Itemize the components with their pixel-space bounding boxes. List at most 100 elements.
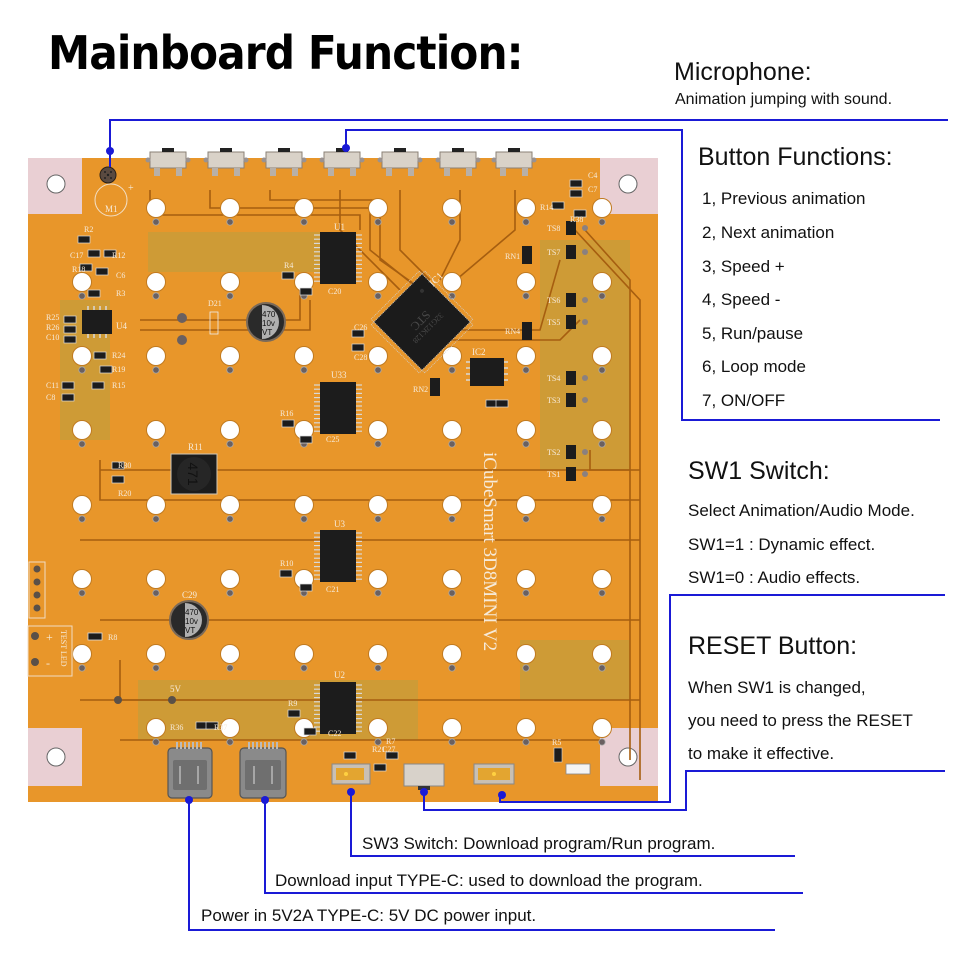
- led-hole: [72, 346, 92, 374]
- smd-label: R10: [280, 559, 293, 568]
- smd-part: R26: [46, 323, 77, 334]
- led-hole: [294, 644, 314, 672]
- reset-line: you need to press the RESET: [688, 711, 913, 730]
- led-hole: [220, 569, 240, 597]
- status-led: R5: [552, 738, 591, 775]
- led-hole: [146, 272, 166, 300]
- led-hole: [220, 718, 240, 746]
- transistor: TS8: [547, 221, 588, 235]
- smd-part: R25: [46, 313, 77, 324]
- button-function-item: 6, Loop mode: [702, 357, 806, 376]
- led-hole: [146, 198, 166, 226]
- smd-label: C7: [588, 185, 597, 194]
- test-led-label: TEST LED: [59, 630, 68, 667]
- microphone-component: M1 +: [94, 166, 134, 217]
- smd-label: R18: [72, 265, 85, 274]
- smd-label: C28: [354, 353, 367, 362]
- transistor-label: TS7: [547, 248, 560, 257]
- mount-hole: [618, 747, 638, 767]
- svg-text:470: 470: [185, 608, 199, 617]
- led-hole: [146, 495, 166, 523]
- led-hole: [442, 198, 462, 226]
- svg-text:U2: U2: [334, 670, 345, 680]
- led-hole: [442, 569, 462, 597]
- button-function-item: 7, ON/OFF: [702, 391, 786, 410]
- ic-u1: U1: [320, 222, 356, 284]
- svg-text:R5: R5: [552, 738, 561, 747]
- sw1-line: SW1=0 : Audio effects.: [688, 568, 861, 587]
- smd-label: R21: [372, 745, 385, 754]
- smd-part: R20: [111, 475, 131, 498]
- svg-text:470: 470: [262, 310, 276, 319]
- smd-label: R14: [540, 203, 553, 212]
- transistor-label: TS1: [547, 470, 560, 479]
- smd-part: [495, 399, 509, 408]
- board-silkscreen-name: iCubeSmart 3D8MINI V2: [479, 452, 500, 651]
- smd-part: C27: [373, 745, 395, 772]
- smd-part: C8: [46, 393, 75, 402]
- led-hole: [294, 346, 314, 374]
- smd-label: C25: [326, 435, 339, 444]
- transistor-label: TS4: [547, 374, 560, 383]
- reset-line: to make it effective.: [688, 744, 835, 763]
- page-title: Mainboard Function:: [48, 26, 524, 80]
- callout-line-reset: [423, 770, 945, 811]
- led-hole: [592, 644, 612, 672]
- svg-text:U33: U33: [331, 370, 347, 380]
- svg-text:10v: 10v: [262, 319, 275, 328]
- usb-c-download-connector: [239, 742, 287, 799]
- sw3-switch: [473, 763, 515, 785]
- led-hole: [592, 718, 612, 746]
- smd-label: C8: [46, 393, 55, 402]
- svg-text:VT: VT: [185, 626, 195, 635]
- led-hole: [368, 198, 388, 226]
- microphone-description: Animation jumping with sound.: [675, 91, 893, 108]
- svg-text:RN1: RN1: [505, 252, 520, 261]
- tact-switch: [491, 148, 537, 176]
- smd-part: C11: [46, 381, 75, 390]
- header-pins: + - TEST LED R8: [27, 561, 117, 677]
- smd-label: C21: [326, 585, 339, 594]
- transistor: TS5: [547, 315, 588, 329]
- led-hole: [220, 272, 240, 300]
- svg-text:U4: U4: [116, 321, 127, 331]
- led-hole: [146, 346, 166, 374]
- svg-text:U3: U3: [334, 519, 345, 529]
- led-hole: [368, 272, 388, 300]
- button-function-item: 1, Previous animation: [702, 189, 866, 208]
- reset-button: [403, 763, 445, 790]
- transistor: TS6: [547, 293, 588, 307]
- led-hole: [592, 495, 612, 523]
- svg-text:-: -: [46, 656, 50, 670]
- led-hole: [146, 420, 166, 448]
- smd-label: R38: [570, 215, 583, 224]
- led-hole: [592, 569, 612, 597]
- led-hole: [72, 495, 92, 523]
- power-callout-text: Power in 5V2A TYPE-C: 5V DC power input.: [201, 906, 537, 925]
- callout-lines: [109, 119, 948, 931]
- pcb-board: M1 + U1 U33 U3 U2 STC: [27, 148, 658, 802]
- button-function-item: 4, Speed -: [702, 290, 781, 309]
- led-hole: [442, 420, 462, 448]
- sw1-switch: [331, 763, 371, 785]
- rn1: RN1: [505, 246, 532, 264]
- sw1-line: Select Animation/Audio Mode.: [688, 501, 915, 520]
- mcu-ic1: STC 32G12K128: [370, 270, 474, 374]
- smd-part: C28: [351, 343, 367, 362]
- transistor-label: TS8: [547, 224, 560, 233]
- sw3-callout-text: SW3 Switch: Download program/Run program…: [362, 834, 716, 853]
- smd-part: R24: [93, 351, 125, 360]
- led-hole: [220, 495, 240, 523]
- sw1-heading: SW1 Switch:: [688, 457, 830, 485]
- callout-line-download: [264, 798, 803, 894]
- led-hole: [516, 569, 536, 597]
- smd-label: R19: [112, 365, 125, 374]
- rn2: RN2: [413, 378, 440, 396]
- transistor: TS1: [547, 467, 588, 481]
- smd-label: C17: [70, 251, 83, 260]
- led-hole: [442, 718, 462, 746]
- svg-text:10v: 10v: [185, 617, 198, 626]
